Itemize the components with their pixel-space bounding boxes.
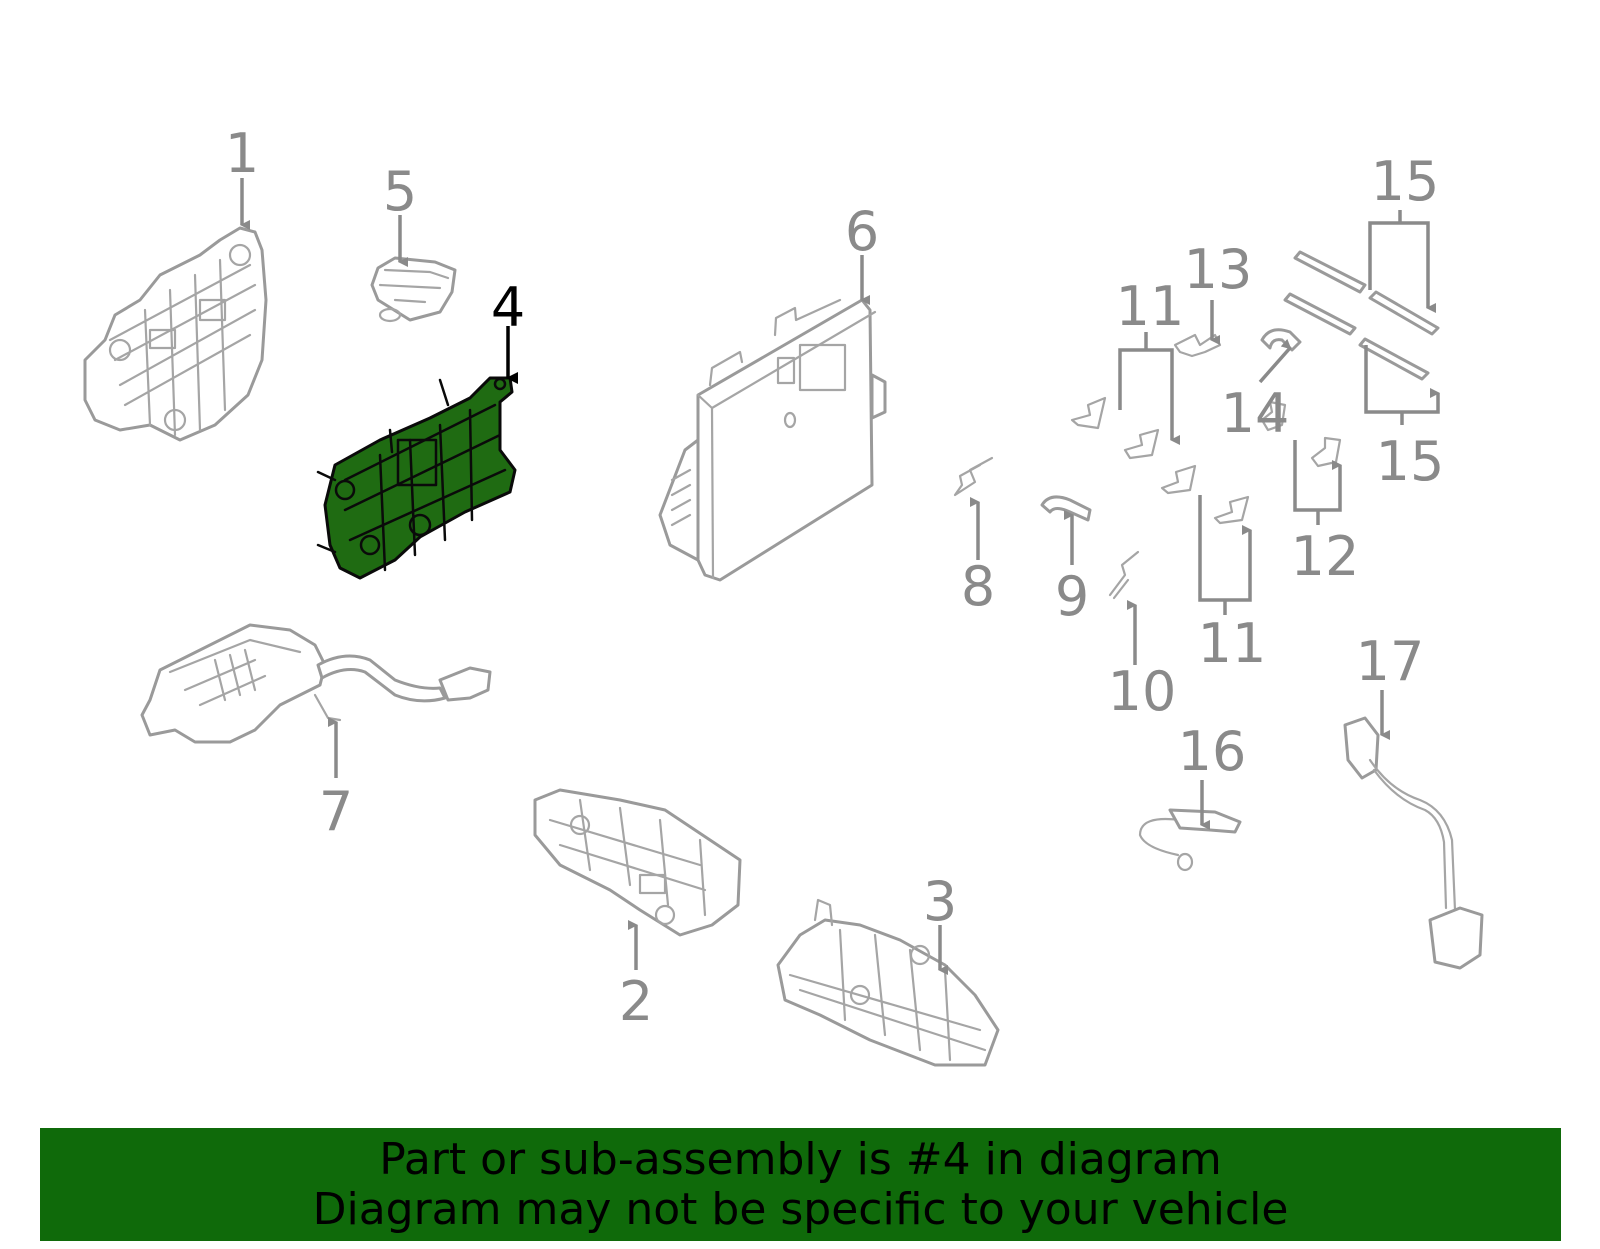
- part-7-illustration: [140, 623, 492, 744]
- part-14-illustration: [1260, 328, 1302, 352]
- part-4-illustration: [316, 376, 517, 580]
- part-12-clips-illustration: [1260, 400, 1342, 468]
- part-2-illustration: [533, 788, 742, 937]
- callout-labels: 1 5 4 6 7 2 3 8 9 10 11 11 12 13 14 15 1…: [225, 122, 1445, 1033]
- callout-5: 5: [383, 160, 417, 223]
- callout-15-top: 15: [1371, 150, 1440, 213]
- callout-11-top: 11: [1116, 275, 1185, 338]
- callout-14: 14: [1221, 382, 1290, 445]
- callout-17: 17: [1356, 630, 1425, 693]
- callout-11-bottom: 11: [1198, 612, 1267, 675]
- leader-lines: [240, 178, 1440, 975]
- part-6-illustration: [658, 298, 887, 582]
- part-3-illustration: [776, 898, 1000, 1067]
- callout-13: 13: [1184, 238, 1253, 301]
- part-9-illustration: [1040, 495, 1092, 522]
- callout-1: 1: [225, 122, 259, 185]
- part-16-illustration: [1138, 808, 1242, 872]
- callout-8: 8: [961, 555, 995, 618]
- part-13-illustration: [1173, 333, 1222, 358]
- callout-3: 3: [923, 870, 957, 933]
- callout-4: 4: [491, 276, 525, 339]
- callout-2: 2: [619, 970, 653, 1033]
- callout-12: 12: [1291, 525, 1360, 588]
- part-17-illustration: [1343, 716, 1484, 970]
- part-5-illustration: [370, 256, 457, 323]
- part-15-strips-illustration: [1283, 250, 1440, 381]
- part-8-illustration: [953, 456, 994, 497]
- callout-7: 7: [319, 780, 353, 843]
- part-10-illustration: [1108, 550, 1140, 600]
- banner-line-2: Diagram may not be specific to your vehi…: [312, 1183, 1289, 1235]
- callout-16: 16: [1178, 720, 1247, 783]
- callout-6: 6: [845, 200, 879, 263]
- part-11-clips-illustration: [1070, 396, 1250, 525]
- part-1-illustration: [83, 226, 268, 442]
- callout-10: 10: [1108, 660, 1177, 723]
- callout-15-bottom: 15: [1376, 430, 1445, 493]
- callout-9: 9: [1055, 565, 1089, 628]
- info-banner: Part or sub-assembly is #4 in diagram Di…: [40, 1128, 1561, 1241]
- banner-line-1: Part or sub-assembly is #4 in diagram: [379, 1133, 1222, 1185]
